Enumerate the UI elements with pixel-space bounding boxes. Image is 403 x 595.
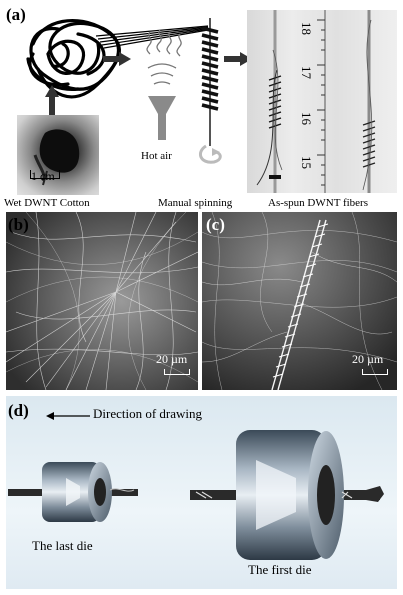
right-arrow-icon (103, 52, 131, 66)
scale-text-b: 20 µm (156, 352, 188, 366)
sem-image-b (6, 212, 198, 390)
scale-bar-c (362, 369, 388, 375)
last-die-label: The last die (32, 538, 93, 553)
ruler-number-18: 18 (299, 22, 314, 35)
ruler-number-17: 17 (299, 66, 314, 79)
caption-manual-spinning: Manual spinning (158, 197, 233, 209)
hot-air-label: Hot air (141, 150, 172, 162)
panel-c-label: (c) (206, 215, 225, 234)
scale-text-c: 20 µm (352, 352, 384, 366)
up-arrow-icon (45, 85, 59, 115)
scale-bar-b (164, 369, 190, 375)
caption-wet-dwnt-cotton: Wet DWNT Cotton (4, 197, 90, 209)
ruler-number-15: 15 (299, 156, 314, 169)
hot-air-blower-icon (146, 30, 182, 140)
panel-b-label: (b) (8, 215, 29, 234)
panel-a-label: (a) (6, 5, 26, 24)
ruler-number-16: 16 (299, 112, 314, 125)
wet-dwnt-cotton-photo (17, 115, 99, 195)
manual-spinning-spindle-icon (198, 18, 222, 164)
caption-as-spun-fibers: As-spun DWNT fibers (268, 197, 369, 209)
direction-of-drawing-label: Direction of drawing (93, 406, 203, 421)
scale-text-1cm: 1 cm (31, 169, 55, 183)
as-spun-fibers-photo (247, 10, 397, 193)
left-arrow-icon (46, 412, 90, 420)
drawing-dies-illustration (8, 430, 384, 560)
panel-d-label: (d) (8, 401, 29, 420)
right-arrow-icon (224, 52, 252, 66)
first-die-label: The first die (248, 562, 312, 577)
sem-image-c (202, 212, 397, 390)
scale-bar-1cm (30, 170, 60, 179)
